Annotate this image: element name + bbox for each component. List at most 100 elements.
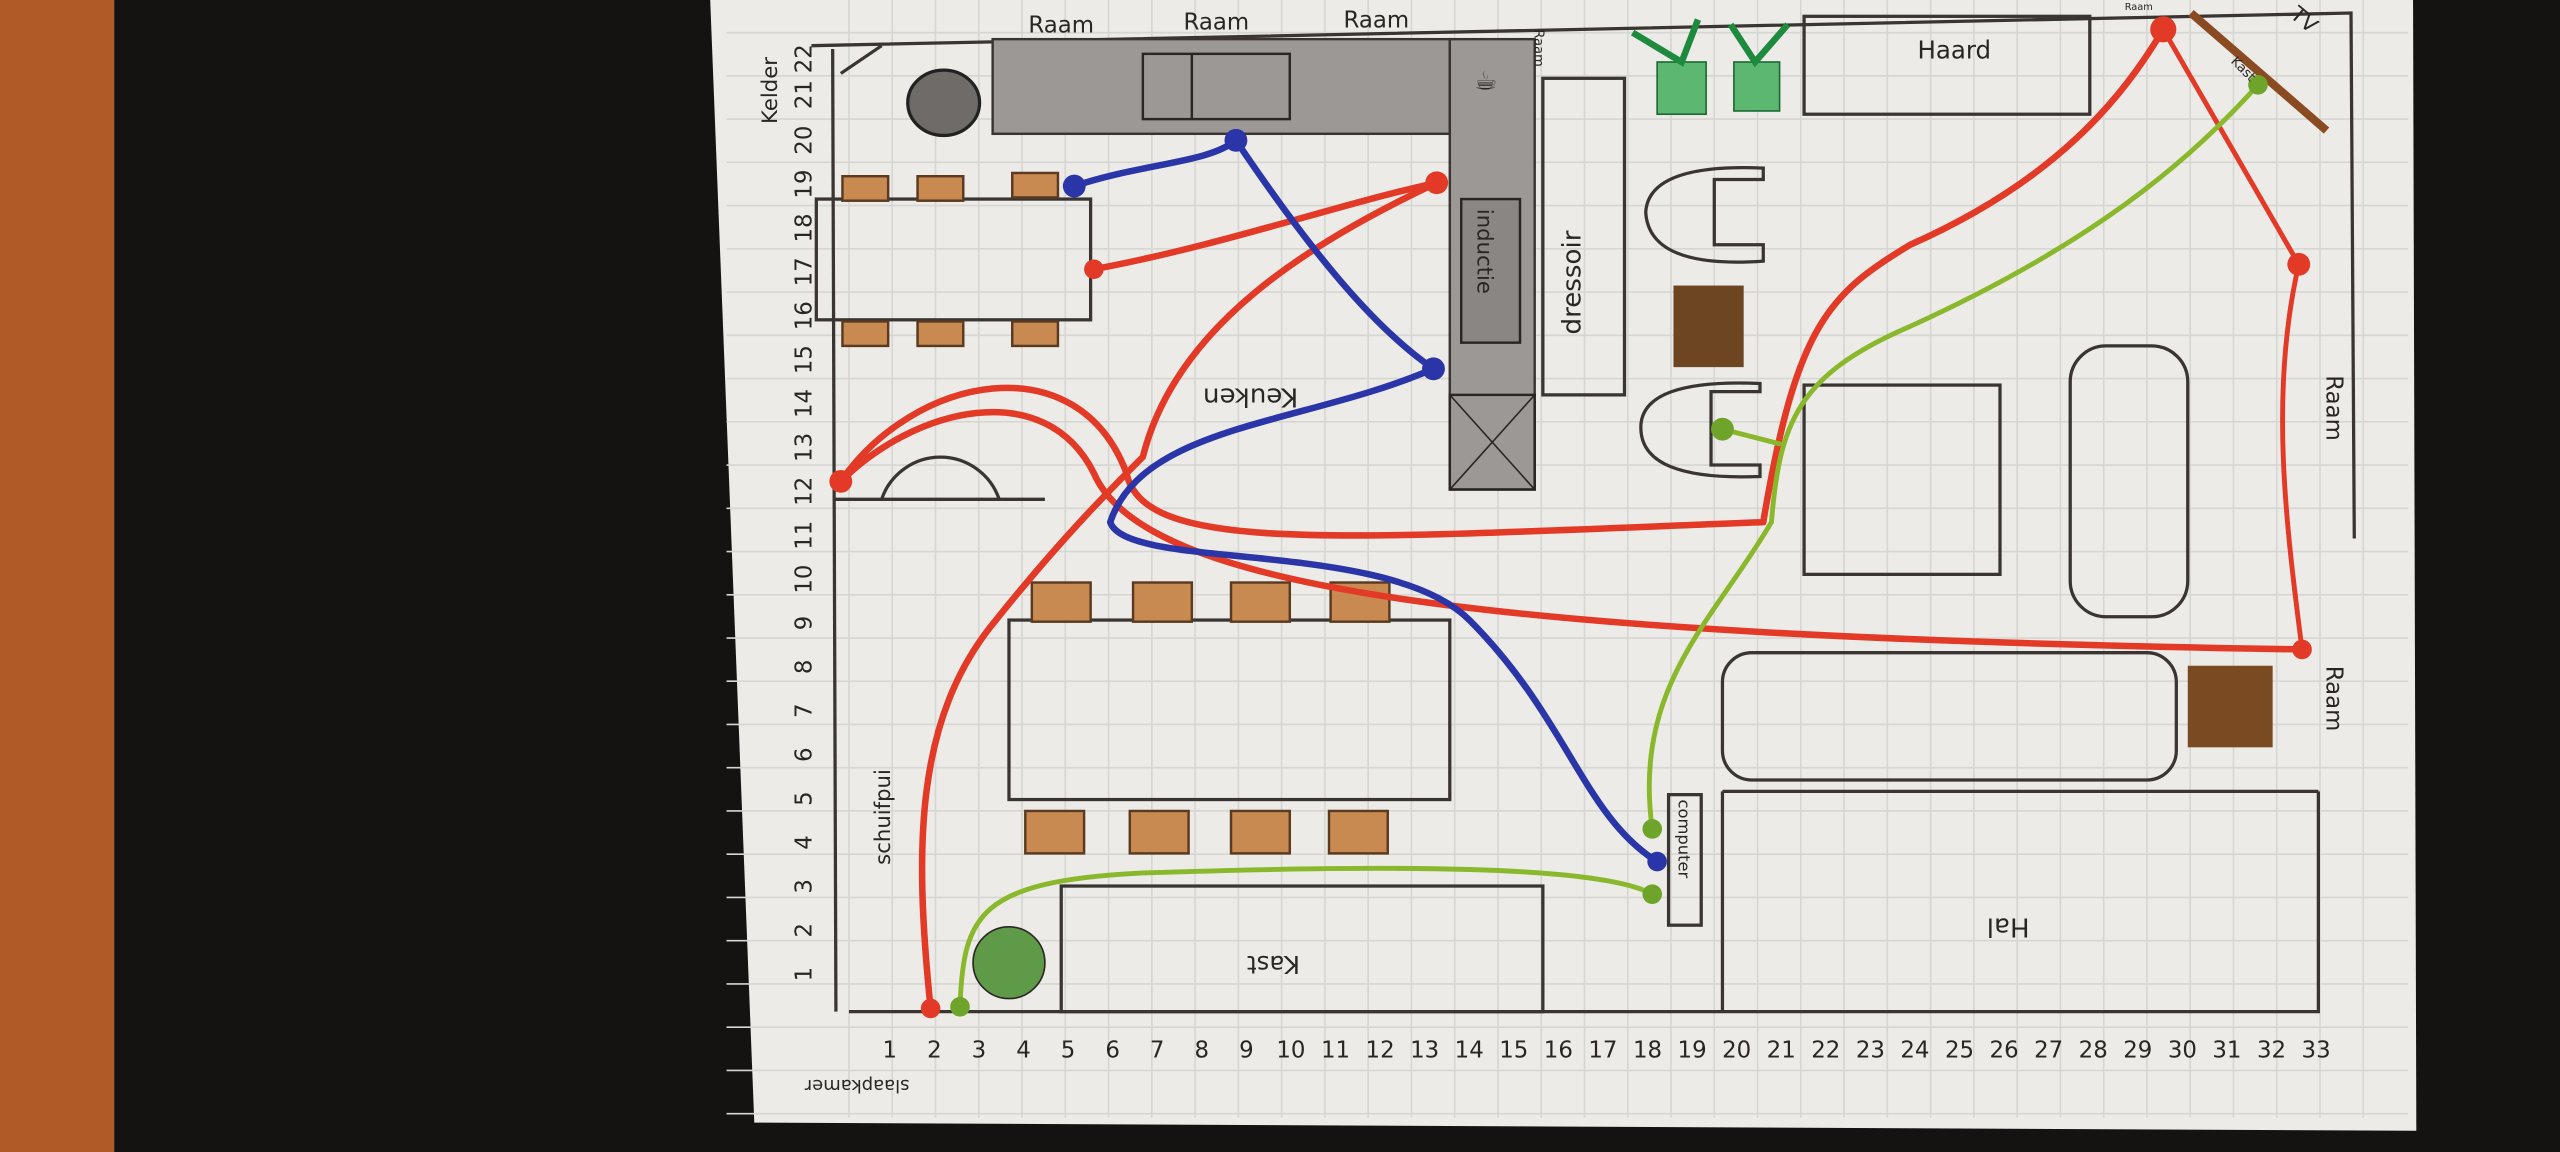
x-axis-number: 27 (2034, 1037, 2063, 1063)
blue-wire-2 (1106, 365, 1661, 865)
blue-wires (1071, 137, 1661, 865)
x-axis-number: 22 (1811, 1037, 1840, 1063)
induction-label: inductie (1472, 209, 1497, 294)
computer-label: computer (1674, 800, 1693, 879)
red-wire-1 (837, 26, 2167, 539)
x-axis-number: 14 (1455, 1037, 1484, 1063)
cabinet-label: Kast (1247, 950, 1300, 979)
window-label: Raam (1028, 13, 1094, 39)
red-outlet-dot (829, 469, 853, 493)
blue-outlet-dot (1647, 851, 1667, 872)
induction-hob (1460, 197, 1522, 344)
y-axis-number: 5 (791, 791, 817, 806)
y-axis-number: 12 (791, 477, 817, 506)
grid-lines (726, 0, 2409, 1118)
blue-wire-1 (1071, 137, 1437, 373)
red-wires (837, 26, 2306, 1012)
green-outlet-dot (2248, 75, 2268, 95)
x-axis-number: 29 (2123, 1037, 2152, 1063)
red-outlet-dot (1425, 171, 1449, 195)
y-axis-number: 11 (791, 521, 817, 550)
y-axis-number: 20 (791, 126, 817, 155)
y-axis-number: 17 (791, 257, 817, 286)
y-axis-number: 16 (791, 301, 817, 330)
x-axis-number: 20 (1722, 1037, 1751, 1063)
red-outlet-dot (2292, 639, 2312, 660)
blue-outlet-dot (1062, 174, 1086, 198)
outlet-dots (829, 16, 2312, 1019)
red-wire-3 (918, 179, 1440, 1012)
labels: Raam Raam Raam Raam Raam Raam Raam Kelde… (758, 1, 2346, 1096)
x-axis-number: 4 (1016, 1037, 1031, 1063)
small-brown-table (1673, 285, 1744, 368)
window-label: Raam (1344, 8, 1410, 34)
fireplace-label: Haard (1917, 36, 1991, 65)
y-axis-number: 3 (791, 879, 817, 894)
window-label: Raam (1531, 29, 1546, 66)
y-axis-number: 21 (791, 80, 817, 109)
x-axis-number: 25 (1945, 1037, 1974, 1063)
fireplace (1802, 14, 2092, 116)
sliding-door-label: schuifpui (871, 769, 896, 865)
window-label: Raam (1184, 9, 1250, 35)
x-axis-number: 23 (1856, 1037, 1885, 1063)
sideboard (1541, 76, 1627, 397)
green-outlet-dot (1642, 819, 1663, 839)
y-axis-number: 2 (791, 923, 817, 938)
y-axis-number: 22 (791, 44, 817, 73)
y-axis-number: 8 (791, 660, 817, 675)
potted-plants (1630, 18, 1791, 116)
x-axis-number: 2 (927, 1037, 942, 1063)
red-wire-2 (837, 408, 2306, 653)
y-axis-number: 4 (791, 835, 817, 850)
x-axis-number: 8 (1195, 1037, 1210, 1063)
wooden-edge (0, 0, 115, 1152)
armchair-top (1644, 166, 1765, 264)
y-axis-number: 19 (791, 170, 817, 199)
oven-crossed-box (1448, 393, 1536, 491)
red-outlet-dot (920, 998, 941, 1019)
x-axis-number: 18 (1633, 1037, 1662, 1063)
bedroom-label: slaapkamer (804, 1075, 909, 1096)
y-axis-number: 9 (791, 616, 817, 631)
coffee-cup-icon: ☕ (1474, 67, 1497, 97)
kitchen-counter: ☕ (991, 37, 1536, 491)
x-axis-number: 15 (1499, 1037, 1528, 1063)
red-outlet-dot (1084, 259, 1104, 280)
red-wire-4 (1090, 179, 1440, 273)
x-axis-number: 26 (1990, 1037, 2019, 1063)
x-axis-number: 7 (1150, 1037, 1165, 1063)
side-table (2187, 665, 2273, 748)
y-axis-number: 6 (791, 747, 817, 762)
green-outlet-dot (1711, 417, 1734, 441)
y-axis-number: 10 (791, 565, 817, 594)
sink-icon (1141, 52, 1292, 121)
x-axis-number: 31 (2212, 1037, 2241, 1063)
x-axis-number: 24 (1900, 1037, 1929, 1063)
x-axis-number: 5 (1061, 1037, 1076, 1063)
red-outlet-dot (2287, 252, 2311, 276)
dining-table (1007, 618, 1452, 802)
round-appliance (906, 68, 982, 138)
y-axis-number: 14 (791, 389, 817, 418)
x-axis-number: 1 (883, 1037, 898, 1063)
x-axis-number: 3 (972, 1037, 987, 1063)
red-wire-5 (2160, 26, 2305, 652)
door-swing (880, 455, 1001, 500)
x-axis-number: 33 (2302, 1037, 2331, 1063)
x-axis-number: 32 (2257, 1037, 2286, 1063)
y-axis-number: 1 (791, 967, 817, 982)
window-label-right: Raam (2321, 666, 2347, 732)
x-axis-number: 28 (2079, 1037, 2108, 1063)
green-outlet-dot (950, 996, 970, 1017)
x-axis-number: 30 (2168, 1037, 2197, 1063)
y-axis-number: 15 (791, 345, 817, 374)
x-axis-number: 10 (1276, 1037, 1305, 1063)
y-axis-number: 13 (791, 433, 817, 462)
y-axis-number: 18 (791, 213, 817, 242)
x-axis-number: 9 (1239, 1037, 1254, 1063)
green-wire-2 (1646, 82, 2261, 832)
tv-cabinet (2188, 9, 2330, 134)
